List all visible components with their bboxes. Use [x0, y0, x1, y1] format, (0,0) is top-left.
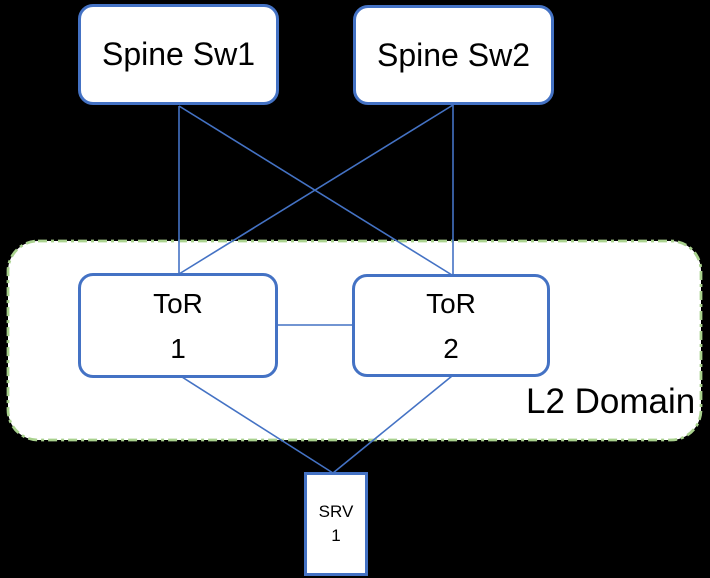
node-srv-1-label: SRV 1: [319, 500, 354, 548]
l2-domain-label: L2 Domain: [526, 382, 696, 421]
node-spine-sw1[interactable]: Spine Sw1: [78, 4, 279, 105]
node-tor-2-label: ToR 2: [426, 281, 476, 371]
link-spine2-tor1: [178, 104, 454, 275]
node-srv-1[interactable]: SRV 1: [304, 472, 368, 576]
node-spine-sw2[interactable]: Spine Sw2: [353, 5, 554, 105]
node-tor-1-name: ToR: [153, 287, 203, 319]
node-tor-1-label: ToR 1: [153, 281, 203, 371]
node-tor-1[interactable]: ToR 1: [78, 273, 278, 378]
link-tor2-srv1: [332, 375, 453, 474]
node-tor-1-number: 1: [170, 332, 186, 364]
node-spine-sw1-label: Spine Sw1: [102, 36, 255, 72]
link-tor1-srv1: [181, 376, 334, 474]
node-tor-2[interactable]: ToR 2: [352, 274, 550, 377]
node-tor-2-name: ToR: [426, 287, 476, 319]
node-tor-2-number: 2: [443, 332, 459, 364]
node-srv-1-number: 1: [331, 526, 341, 545]
node-spine-sw2-label: Spine Sw2: [377, 36, 530, 73]
node-srv-1-name: SRV: [318, 502, 354, 521]
